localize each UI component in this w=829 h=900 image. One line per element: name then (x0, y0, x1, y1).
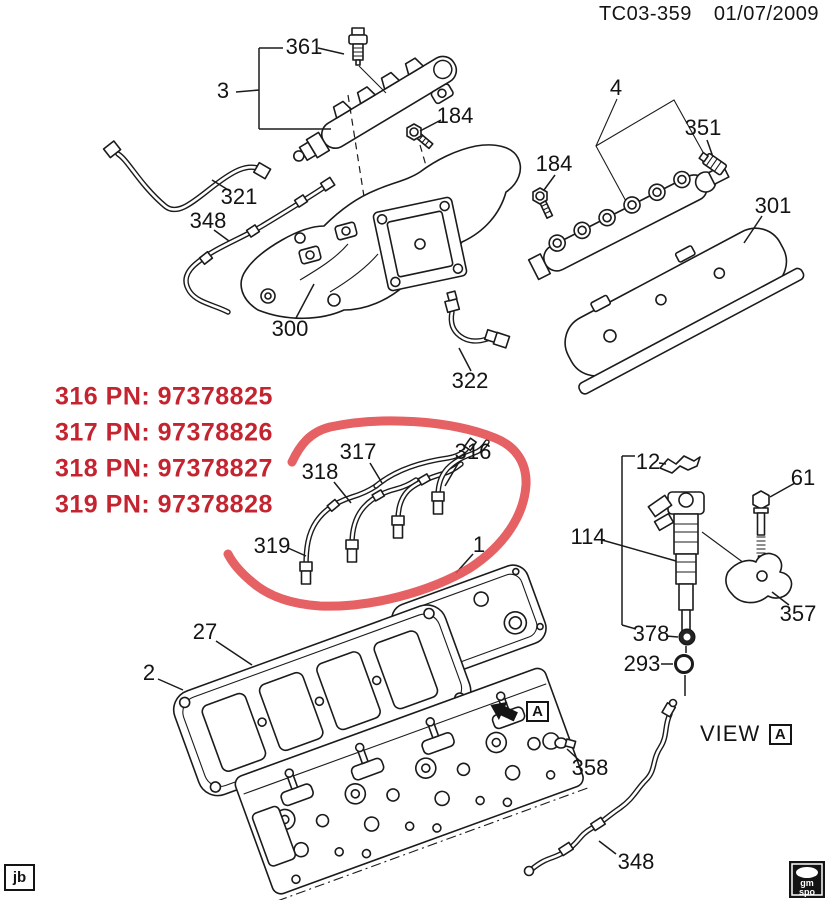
bolt-61-drawing (752, 490, 770, 563)
cylinder-head-drawing (234, 667, 588, 900)
author-initials-box: jb (4, 864, 35, 891)
red-note-317: 317 PN: 97378826 (55, 418, 273, 447)
callout-319: 319 (253, 533, 291, 558)
callout-293: 293 (623, 651, 661, 676)
gm-spo-logo: gm spo (789, 861, 825, 898)
callout-300: 300 (271, 316, 309, 341)
manifold-cover-301-drawing (564, 215, 805, 395)
logo-line2: spo (799, 887, 816, 897)
logo-line1: gm (800, 878, 814, 888)
callout-4: 4 (609, 75, 623, 100)
sensor-361-drawing (348, 27, 387, 94)
callout-27: 27 (192, 619, 218, 644)
fuel-rail-left-drawing (235, 27, 458, 249)
callout-321: 321 (220, 184, 258, 209)
clamp-357-drawing (725, 552, 793, 606)
callout-322: 322 (451, 368, 489, 393)
callout-378: 378 (632, 621, 670, 646)
view-a-label: VIEW A (700, 721, 793, 747)
bolt-184-lower-drawing (532, 187, 554, 219)
callout-318: 318 (301, 459, 339, 484)
fuel-pipe-321-drawing (102, 140, 272, 213)
callout-348-a: 348 (189, 208, 227, 233)
view-label-text: VIEW (700, 721, 761, 746)
callout-3: 3 (216, 78, 230, 103)
red-note-316: 316 PN: 97378825 (55, 382, 273, 411)
callout-348-b: 348 (617, 849, 655, 874)
callout-316: 316 (454, 439, 492, 464)
gasket-2-27-drawing (157, 604, 472, 797)
callout-184-a: 184 (436, 103, 474, 128)
bolt-358-drawing (542, 732, 582, 763)
elbow-pipe-322-drawing (444, 290, 511, 372)
fitting-351-drawing (698, 151, 728, 176)
callout-1: 1 (472, 532, 486, 557)
callout-2: 2 (142, 660, 156, 685)
detail-marker-a: A (526, 701, 549, 722)
callout-358: 358 (571, 755, 609, 780)
callout-351: 351 (684, 115, 722, 140)
hose-348-bottom-drawing (523, 698, 678, 877)
callout-114: 114 (570, 524, 606, 549)
callout-61: 61 (790, 465, 816, 490)
view-ref-box: A (769, 723, 793, 745)
callout-184-b: 184 (535, 151, 573, 176)
manifold-300-drawing (240, 144, 522, 320)
callout-357: 357 (779, 601, 817, 626)
injector-assembly-drawing (601, 455, 749, 696)
red-note-318: 318 PN: 97378827 (55, 454, 273, 483)
drawing-header: TC03-359 01/07/2009 (599, 3, 819, 26)
red-note-319: 319 PN: 97378828 (55, 490, 273, 519)
fuel-rail-right-drawing (527, 98, 730, 281)
injection-pipes-316-319-drawing (287, 437, 490, 585)
drawing-number: TC03-359 (598, 3, 692, 25)
drawing-date: 01/07/2009 (713, 3, 819, 25)
callout-317: 317 (339, 439, 377, 464)
section-arrow-a (490, 701, 518, 722)
bolt-184-upper-drawing (406, 119, 442, 150)
red-highlight-loop (223, 416, 531, 611)
callout-361: 361 (285, 34, 323, 59)
callout-301: 301 (754, 193, 792, 218)
return-hose-348-left-drawing (183, 176, 336, 315)
callout-12: 12 (635, 449, 661, 474)
